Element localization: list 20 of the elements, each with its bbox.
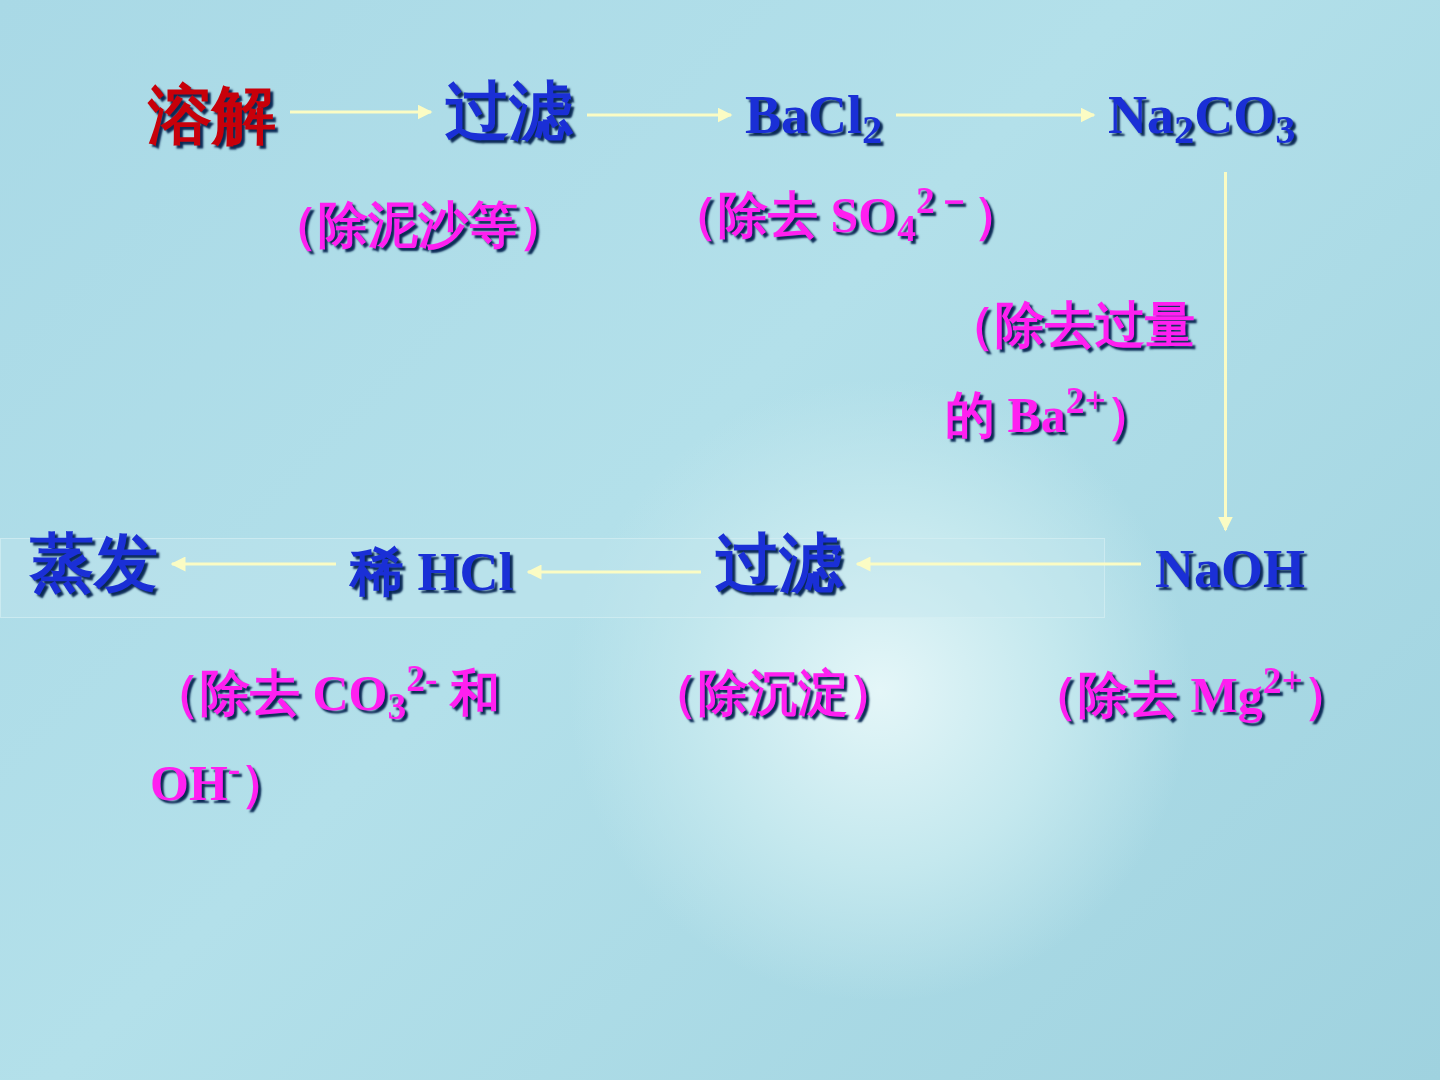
- step-note: （除去 CO$_{3}$$^{2-}$ 和 OH$^{-}$）: [150, 657, 501, 813]
- arrow: [855, 556, 1141, 572]
- step-note: （除去过量的 Ba$^{2+}$）: [945, 296, 1196, 445]
- step-label: NaOH: [1155, 542, 1305, 596]
- arrow: [170, 556, 336, 572]
- arrow: [587, 107, 733, 123]
- arrow: [290, 104, 433, 120]
- step-label: BaCl$_{2}$: [745, 88, 883, 142]
- step-label: 过滤: [715, 532, 843, 596]
- step-label: 稀 HCl: [350, 545, 514, 599]
- step-label: 蒸发: [30, 532, 158, 596]
- arrow: [896, 107, 1096, 123]
- arrow: [1218, 172, 1233, 532]
- step-note: （除去 SO$_{4}$$^{2－}$）: [668, 179, 1024, 252]
- arrow: [526, 564, 701, 580]
- step-label: 过滤: [445, 80, 573, 144]
- step-note: （除泥沙等）: [268, 196, 569, 255]
- step-label: Na$_{2}$CO$_{3}$: [1108, 88, 1296, 142]
- step-note: （除沉淀）: [648, 664, 899, 723]
- step-note: （除去 Mg$^{2+}$）: [1028, 659, 1354, 725]
